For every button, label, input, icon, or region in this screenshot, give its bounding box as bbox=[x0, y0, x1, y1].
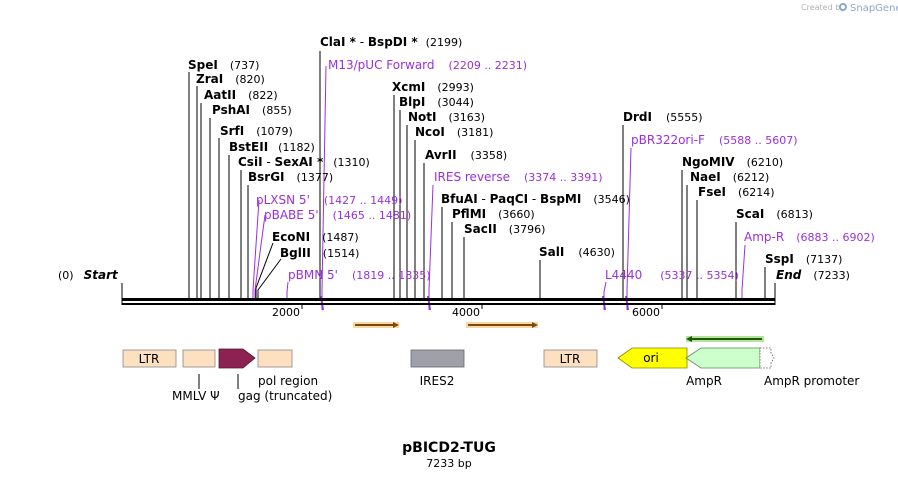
tick-label: 2000 bbox=[272, 306, 300, 319]
feature-pol-region bbox=[257, 349, 293, 368]
feature-label: pol region bbox=[258, 374, 318, 388]
primer-label: pLXSN 5'(1427 .. 1449) bbox=[256, 193, 402, 207]
enzyme-label: FseI(6214) bbox=[698, 185, 775, 199]
enzyme-label: NaeI(6212) bbox=[690, 170, 769, 184]
enzyme-label: SrfI(1079) bbox=[220, 124, 293, 138]
enzyme-label: SspI(7137) bbox=[765, 252, 842, 266]
enzyme-label: BlpI(3044) bbox=[399, 95, 474, 109]
end-label: End(7233) bbox=[776, 268, 850, 282]
sequence-backbone: 2000 4000 6000 bbox=[122, 298, 775, 319]
enzyme-label: NgoMIV(6210) bbox=[682, 155, 783, 169]
feature-label: AmpR promoter bbox=[764, 374, 859, 388]
enzyme-label: ZraI(820) bbox=[196, 72, 265, 86]
tick-label: 6000 bbox=[632, 306, 660, 319]
feature-gag-arrow bbox=[218, 348, 256, 369]
enzyme-label: AvrII(3358) bbox=[425, 148, 507, 162]
enzyme-label: PflMI(3660) bbox=[452, 207, 535, 221]
snapgene-logo-icon bbox=[839, 3, 847, 11]
primer-labels: M13/pUC Forward(2209 .. 2231) IRES rever… bbox=[256, 58, 875, 282]
enzyme-label: XcmI(2993) bbox=[392, 80, 474, 94]
primer-label: pBABE 5'(1465 .. 1481) bbox=[264, 208, 411, 222]
start-label: (0)Start bbox=[58, 268, 119, 282]
feature-ltr bbox=[543, 349, 598, 368]
tick-label: 4000 bbox=[452, 306, 480, 319]
enzyme-label: SpeI(737) bbox=[188, 58, 259, 72]
enzyme-label: BsrGI(1377) bbox=[248, 170, 333, 184]
enzyme-label: ScaI(6813) bbox=[736, 207, 813, 221]
feature-label: LTR bbox=[560, 352, 581, 366]
feature-label: MMLV Ψ bbox=[172, 389, 220, 403]
feature-label: LTR bbox=[139, 352, 160, 366]
feature-label: ori bbox=[643, 351, 659, 365]
orf-reverse bbox=[686, 336, 764, 342]
map-title: pBICD2-TUG bbox=[402, 440, 496, 456]
enzyme-label: NotI(3163) bbox=[408, 110, 485, 124]
primer-label: pBMN 5'(1819 .. 1835) bbox=[288, 268, 431, 282]
features: LTR MMLV Ψ gag (truncated) pol region IR… bbox=[122, 347, 859, 403]
enzyme-label: AatII(822) bbox=[204, 88, 278, 102]
enzyme-label: BglII(1514) bbox=[280, 246, 359, 260]
primer-label: L4440(5337 .. 5354) bbox=[605, 268, 739, 282]
enzyme-label: PshAI(855) bbox=[212, 103, 292, 117]
enzyme-label: DrdI(5555) bbox=[623, 110, 703, 124]
primer-label: M13/pUC Forward(2209 .. 2231) bbox=[328, 58, 527, 72]
enzyme-label: ClaI * - BspDI *(2199) bbox=[320, 35, 462, 49]
feature-label: gag (truncated) bbox=[238, 389, 332, 403]
feature-ltr bbox=[122, 349, 177, 368]
snapgene-credit: Created by SnapGene bbox=[801, 3, 898, 14]
primer-label: Amp-R(6883 .. 6902) bbox=[744, 230, 875, 244]
enzyme-label: NcoI(3181) bbox=[415, 125, 493, 139]
enzyme-lines bbox=[188, 51, 766, 298]
sequence-ends: (0)Start End(7233) bbox=[58, 268, 850, 305]
enzyme-label: CsiI - SexAI *(1310) bbox=[238, 155, 370, 169]
enzyme-label: SacII(3796) bbox=[464, 222, 545, 236]
primer-label: IRES reverse(3374 .. 3391) bbox=[434, 170, 603, 184]
feature-label: AmpR bbox=[686, 374, 722, 388]
enzyme-labels: ClaI * - BspDI *(2199) SpeI(737) ZraI(82… bbox=[188, 35, 842, 266]
map-length: 7233 bp bbox=[426, 457, 471, 470]
credit-brand: SnapGene bbox=[850, 3, 898, 14]
orf-forward bbox=[466, 322, 538, 328]
orf-forward bbox=[353, 322, 399, 328]
primer-label: pBR322ori-F(5588 .. 5607) bbox=[631, 133, 798, 147]
credit-prefix: Created by bbox=[801, 3, 845, 12]
enzyme-label: BfuAI - PaqCI - BspMI(3546) bbox=[441, 192, 630, 206]
feature-ires2 bbox=[410, 349, 465, 368]
orf-arrows bbox=[353, 322, 764, 342]
enzyme-label: EcoNI(1487) bbox=[272, 230, 359, 244]
enzyme-label: SalI(4630) bbox=[539, 245, 615, 259]
feature-ampr-arrow bbox=[685, 347, 761, 369]
enzyme-label: BstEII(1182) bbox=[229, 140, 315, 154]
feature-mmlv-psi bbox=[182, 349, 216, 368]
feature-ampr-promoter bbox=[759, 347, 775, 369]
feature-label: IRES2 bbox=[420, 374, 455, 388]
